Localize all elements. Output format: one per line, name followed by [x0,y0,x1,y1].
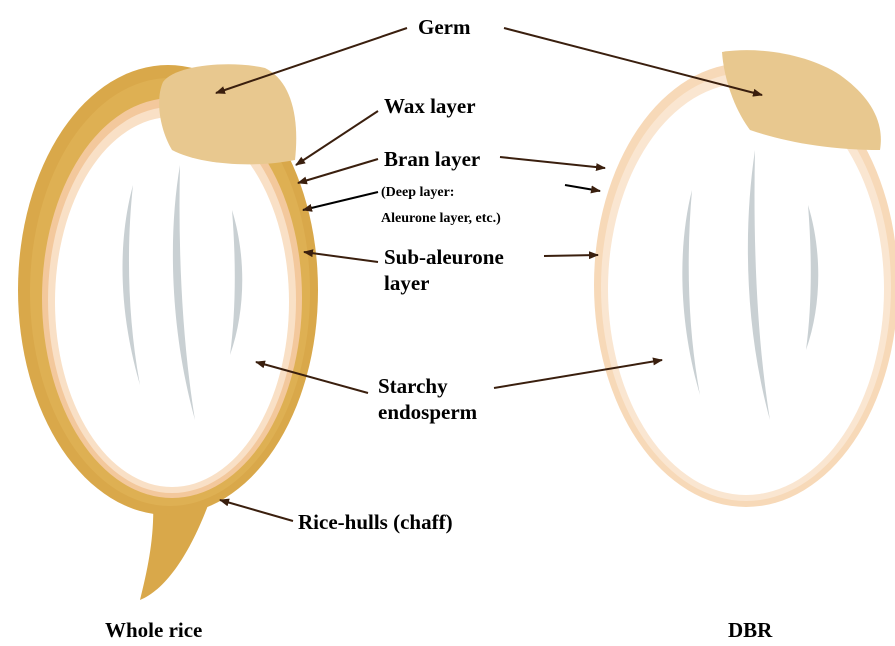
dbr-grain [594,50,895,507]
arrow-deep-left [303,192,378,210]
label-sub-aleurone-line2: layer [384,271,429,295]
label-deep-layer-line2: Aleurone layer, etc.) [381,211,501,226]
arrow-germ-left [216,28,407,93]
arrow-subaleurone-right [544,255,598,256]
arrow-rice-hulls [220,500,293,521]
label-bran-layer: Bran layer [384,147,480,171]
label-starchy-line2: endosperm [378,400,478,424]
label-deep-layer-line1: (Deep layer: [381,185,454,200]
label-germ: Germ [418,15,471,39]
caption-whole-rice: Whole rice [105,618,202,642]
arrow-bran-left [298,159,378,183]
starchy-endosperm-left [55,117,289,487]
whole-rice-grain [18,64,318,600]
arrow-deep-right [565,185,600,191]
germ-left [159,64,296,164]
caption-dbr: DBR [728,618,773,642]
label-sub-aleurone-line1: Sub-aleurone [384,245,504,269]
arrow-wax-layer [296,111,378,165]
label-wax-layer: Wax layer [384,94,476,118]
label-rice-hulls: Rice-hulls (chaff) [298,510,453,534]
label-starchy-line1: Starchy [378,374,448,398]
arrow-bran-right [500,157,605,168]
